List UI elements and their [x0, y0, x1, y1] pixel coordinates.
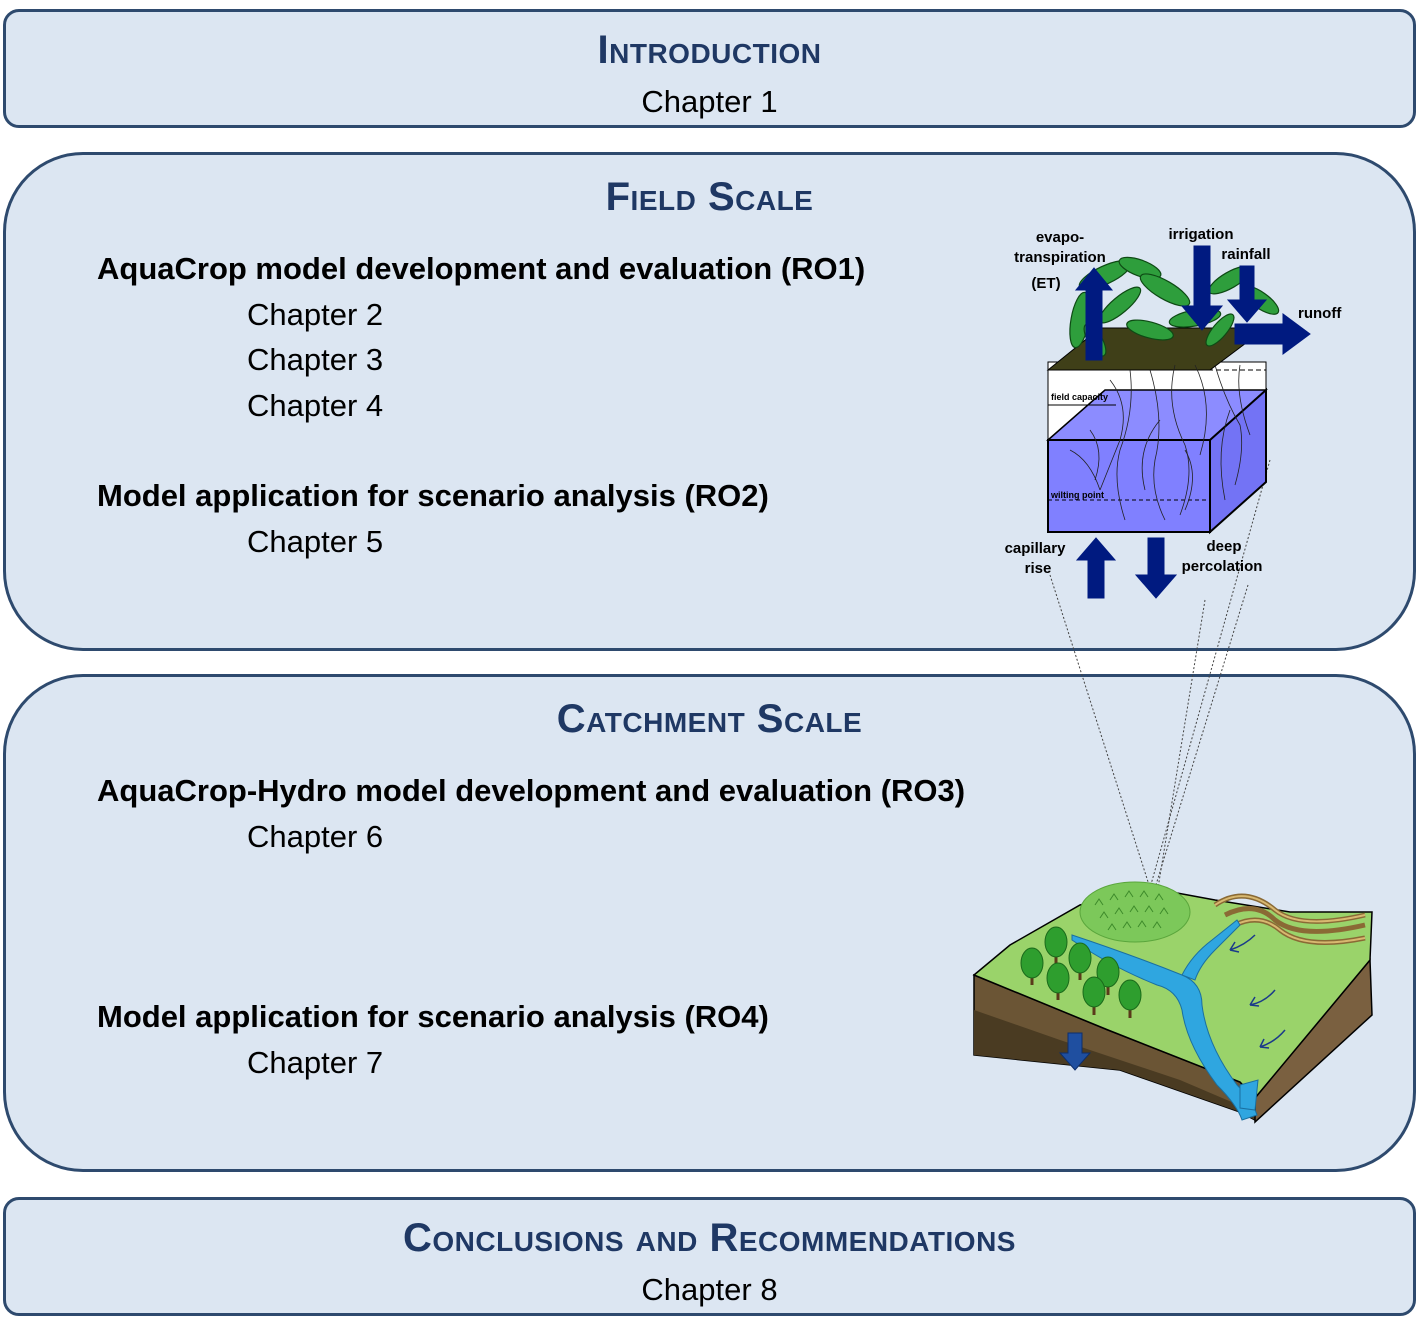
catchment-section-1-chapter-1: Chapter 6: [247, 819, 384, 854]
field-section-2-heading: Model application for scenario analysis …: [97, 478, 769, 513]
rainfall-label: rainfall: [1221, 246, 1270, 263]
deep-label-line2: percolation: [1182, 558, 1263, 575]
et-label-line3: (ET): [1031, 275, 1060, 292]
runoff-arrow: [1234, 313, 1311, 355]
catchment-section-2-chapter-1: Chapter 7: [247, 1045, 384, 1080]
crop-field-patch: [1079, 881, 1191, 943]
river-mouth: [1239, 1079, 1259, 1111]
conclusions-title: Conclusions and Recommendations: [403, 1216, 1016, 1260]
trees: [1020, 926, 1142, 1018]
water-box-front: [1047, 439, 1211, 533]
catchment-scale-title: Catchment Scale: [556, 697, 863, 741]
conclusions-box: Conclusions and Recommendations Chapter …: [3, 1197, 1416, 1316]
field-section-1-heading: AquaCrop model development and evaluatio…: [97, 251, 866, 286]
field-section-1-chapter-1: Chapter 2: [247, 297, 384, 332]
flow-arrows: [1229, 934, 1286, 1049]
groundwater-arrow: [1058, 1032, 1092, 1071]
field-section-1-chapter-3: Chapter 4: [247, 388, 384, 423]
et-arrow: [1074, 267, 1114, 361]
conclusions-chapter: Chapter 8: [641, 1272, 778, 1307]
capillary-rise-arrow: [1075, 537, 1117, 599]
soil-block-diagram: field capacity wilting point evapo-: [1005, 226, 1342, 599]
rainfall-arrow: [1226, 265, 1268, 323]
runoff-label: runoff: [1298, 305, 1342, 322]
zoom-lines: [1049, 459, 1271, 889]
field-scale-title: Field Scale: [605, 175, 814, 219]
et-label-line2: transpiration: [1014, 249, 1106, 266]
landscape-lower-soil: [974, 1010, 1255, 1120]
deep-percolation-arrow: [1134, 537, 1178, 599]
field-section-2-chapter-1: Chapter 5: [247, 524, 384, 559]
introduction-title: Introduction: [597, 28, 822, 72]
introduction-box: Introduction Chapter 1: [3, 9, 1416, 128]
field-capacity-label: field capacity: [1051, 392, 1108, 402]
capillary-label-line2: rise: [1025, 560, 1052, 577]
catchment-section-2-heading: Model application for scenario analysis …: [97, 999, 769, 1034]
river: [1071, 919, 1258, 1121]
introduction-chapter: Chapter 1: [641, 84, 778, 119]
catchment-landscape: [972, 881, 1373, 1124]
flux-arrows: [1074, 245, 1311, 599]
irrigation-label: irrigation: [1168, 226, 1233, 243]
deep-label-line1: deep: [1206, 538, 1241, 555]
wilting-point-label: wilting point: [1050, 490, 1104, 500]
irrigation-arrow: [1180, 245, 1224, 331]
et-label-line1: evapo-: [1036, 229, 1084, 246]
catchment-section-1-heading: AquaCrop-Hydro model development and eva…: [97, 773, 966, 808]
field-section-1-chapter-2: Chapter 3: [247, 342, 384, 377]
capillary-label-line1: capillary: [1005, 540, 1067, 557]
